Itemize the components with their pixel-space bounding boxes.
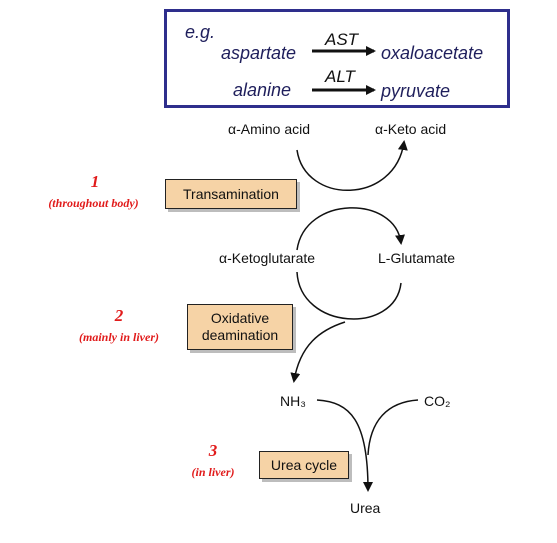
pyruvate-label: pyruvate — [381, 81, 451, 101]
transamination-box: Transamination — [165, 179, 297, 209]
alt-label: ALT — [325, 67, 355, 86]
eg-label: e.g. — [185, 22, 216, 42]
ast-label: AST — [325, 30, 359, 49]
oxidative-deamination-box: Oxidative deamination — [187, 304, 293, 350]
step-3-number: 3 — [208, 441, 218, 460]
ketoglutarate-label: α-Ketoglutarate — [219, 250, 316, 266]
amino-to-keto-arrow — [296, 140, 408, 192]
aspartate-label: aspartate — [221, 43, 297, 63]
step-1-number: 1 — [90, 172, 100, 191]
step-1-note: (throughout body) — [48, 196, 139, 210]
example-box: e.g. aspartate AST oxaloacetate alanine … — [164, 9, 510, 108]
co2-branch — [367, 399, 419, 456]
step-3-note: (in liver) — [191, 465, 235, 479]
deamination-to-nh3-arrow — [290, 321, 346, 383]
urea-label: Urea — [350, 500, 381, 516]
urea-cycle-label: Urea cycle — [270, 456, 338, 473]
transamination-label: Transamination — [183, 185, 279, 202]
nh3-label: NH₃ — [280, 393, 306, 409]
glutamate-label: L-Glutamate — [378, 250, 456, 266]
amino-acid-label: α-Amino acid — [228, 121, 311, 137]
alanine-label: alanine — [233, 80, 292, 100]
urea-cycle-box: Urea cycle — [259, 451, 349, 479]
step-2-number: 2 — [114, 306, 124, 325]
oxidative-deamination-label: Oxidative deamination — [201, 310, 279, 343]
keto-acid-label: α-Keto acid — [375, 121, 447, 137]
nh3-to-urea-arrow — [316, 399, 373, 492]
ketoglutarate-to-glutamate-arrow — [296, 207, 405, 251]
step-2-note: (mainly in liver) — [79, 330, 159, 344]
oxaloacetate-label: oxaloacetate — [381, 43, 484, 63]
co2-label: CO₂ — [424, 393, 451, 409]
deamination-curve — [296, 271, 402, 320]
